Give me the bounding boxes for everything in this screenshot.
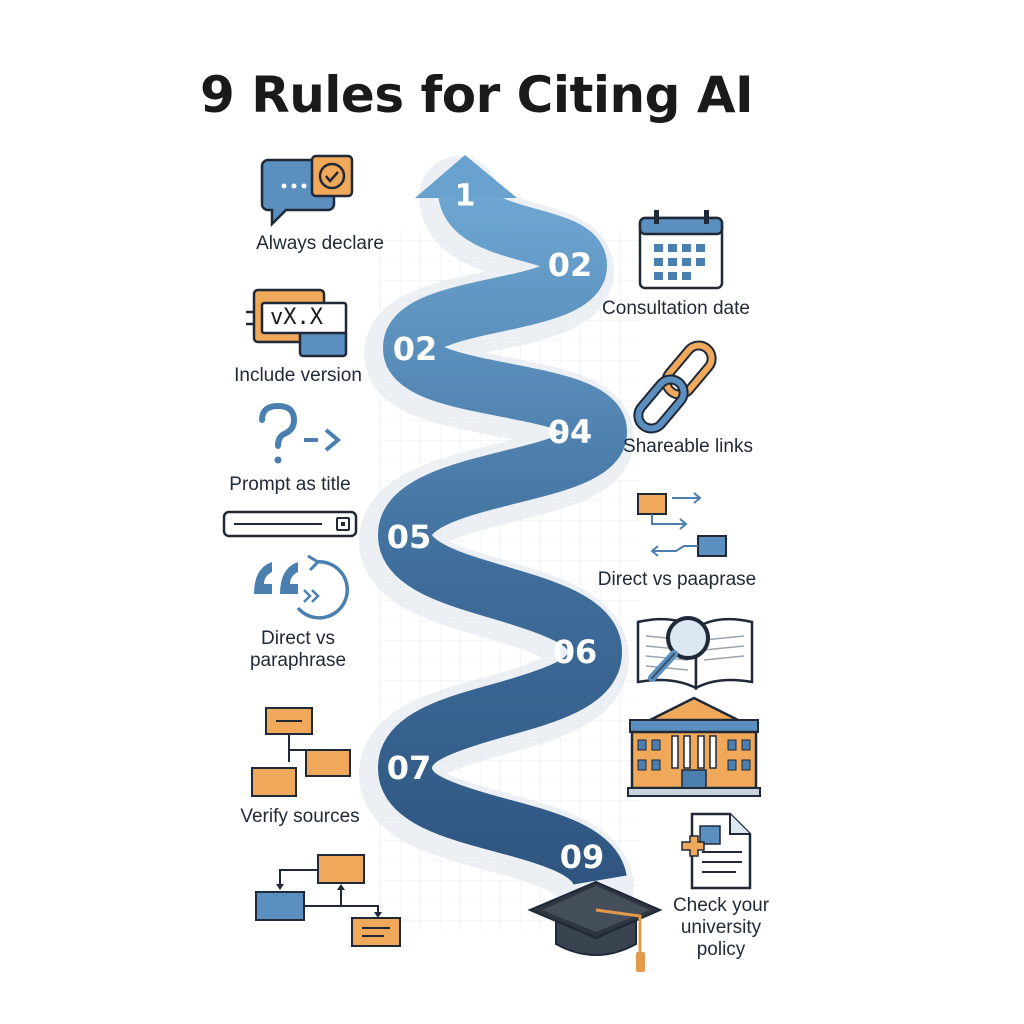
path-step-09: 09 — [559, 838, 605, 876]
path-step-02a: 02 — [547, 246, 593, 284]
path-step-1: 1 — [454, 178, 476, 214]
path-step-05: 05 — [386, 518, 432, 556]
page-title: 9 Rules for Citing AI — [200, 66, 754, 124]
input-bar-icon — [222, 510, 358, 538]
flowchart-small-icon — [255, 854, 401, 947]
arrows-boxes-icon — [637, 492, 727, 557]
path-step-02b: 02 — [392, 330, 438, 368]
book-magnifier-icon — [636, 616, 754, 691]
graduation-cap-icon — [527, 880, 663, 972]
label-prompt-as-title: Prompt as title — [229, 474, 351, 495]
label-include-version: Include version — [234, 365, 362, 386]
label-verify-sources: Verify sources — [240, 806, 360, 827]
label-consultation-date: Consultation date — [602, 298, 750, 319]
label-direct-vs-paaprase: Direct vs paaprase — [597, 569, 757, 590]
question-arrow-icon — [259, 402, 342, 464]
document-icon — [681, 812, 752, 890]
path-step-06: 06 — [552, 633, 598, 671]
path-step-04: 04 — [547, 413, 593, 451]
label-direct-vs-paraphrase: Direct vs paraphrase — [249, 628, 347, 671]
chain-link-icon — [633, 340, 717, 434]
winding-path — [377, 185, 628, 889]
label-check-university-policy: Check your university policy — [672, 895, 770, 960]
chat-check-icon — [260, 154, 354, 228]
quote-arrow-icon — [254, 554, 350, 620]
university-building-icon — [627, 696, 761, 797]
label-always-declare: Always declare — [256, 233, 384, 254]
version-tag-text: vX.X — [270, 305, 323, 330]
flowchart-icon — [251, 707, 351, 797]
path-arrow-head — [415, 155, 517, 198]
label-shareable-links: Shareable links — [623, 436, 753, 457]
version-tag-icon — [246, 288, 348, 358]
calendar-icon — [638, 210, 724, 290]
path-step-07: 07 — [386, 749, 432, 787]
